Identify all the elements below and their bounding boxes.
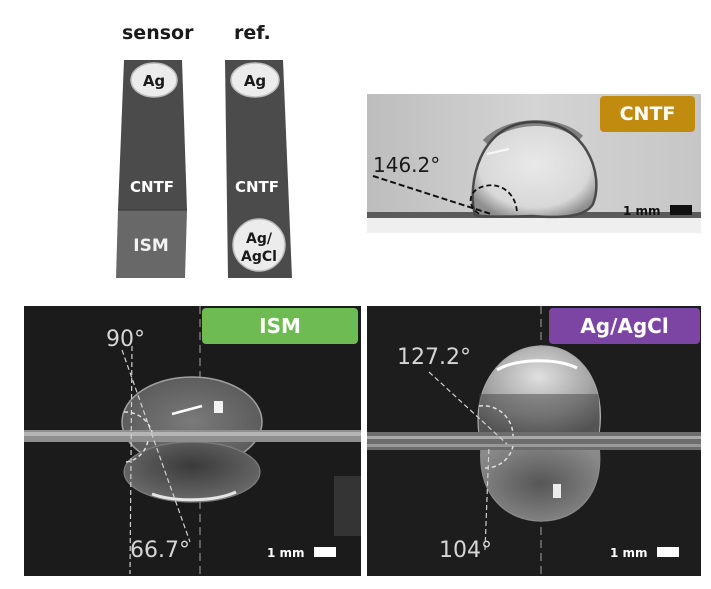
ism-contact-angle-photo: 90° 66.7° 1 mm xyxy=(24,306,361,576)
agagcl-tag: Ag/AgCl xyxy=(549,308,700,344)
ref-cntf-label: CNTF xyxy=(235,178,279,196)
sensor-heading: sensor xyxy=(122,22,194,44)
ref-agagcl-label-line2: AgCl xyxy=(241,249,277,265)
ref-heading: ref. xyxy=(234,22,271,44)
ref-ag-label: Ag xyxy=(244,72,266,90)
agagcl-angle-bottom-label: 104° xyxy=(439,538,492,563)
agagcl-angle-top-label: 127.2° xyxy=(397,345,471,370)
cntf-angle-label: 146.2° xyxy=(373,153,440,177)
sensor-ag-label: Ag xyxy=(143,72,165,90)
agagcl-contact-angle-photo: 127.2° 104° 1 mm xyxy=(367,306,701,576)
agagcl-scale-label: 1 mm xyxy=(610,546,648,560)
ism-angle-bottom-label: 66.7° xyxy=(130,538,190,563)
electrode-strips-illustration: Ag CNTF ISM Ag CNTF Ag/ AgCl xyxy=(116,60,292,278)
agagcl-droplet-image: 127.2° 104° 1 mm xyxy=(367,306,701,576)
cntf-tag: CNTF xyxy=(600,96,695,132)
ref-strip: Ag CNTF Ag/ AgCl xyxy=(225,60,292,278)
ism-scale-bar xyxy=(314,547,336,557)
sensor-cntf-label: CNTF xyxy=(130,178,174,196)
ism-tag: ISM xyxy=(202,308,358,344)
ism-scale-label: 1 mm xyxy=(267,546,305,560)
agagcl-scale-bar xyxy=(657,547,679,557)
cntf-scale-label: 1 mm xyxy=(623,204,661,218)
ref-agagcl-label-line1: Ag/ xyxy=(246,231,273,247)
sensor-ag-pad xyxy=(130,62,178,98)
sensor-strip: Ag CNTF ISM xyxy=(116,60,187,278)
cntf-scale-bar xyxy=(670,205,692,215)
ref-agagcl-pad xyxy=(232,218,286,272)
sensor-ism-label: ISM xyxy=(133,236,169,256)
ism-droplet-image: 90° 66.7° 1 mm xyxy=(24,306,361,576)
ref-ag-pad xyxy=(230,62,280,98)
cntf-droplet-image: 146.2° 1 mm xyxy=(367,94,701,233)
ism-angle-top-label: 90° xyxy=(106,327,145,352)
